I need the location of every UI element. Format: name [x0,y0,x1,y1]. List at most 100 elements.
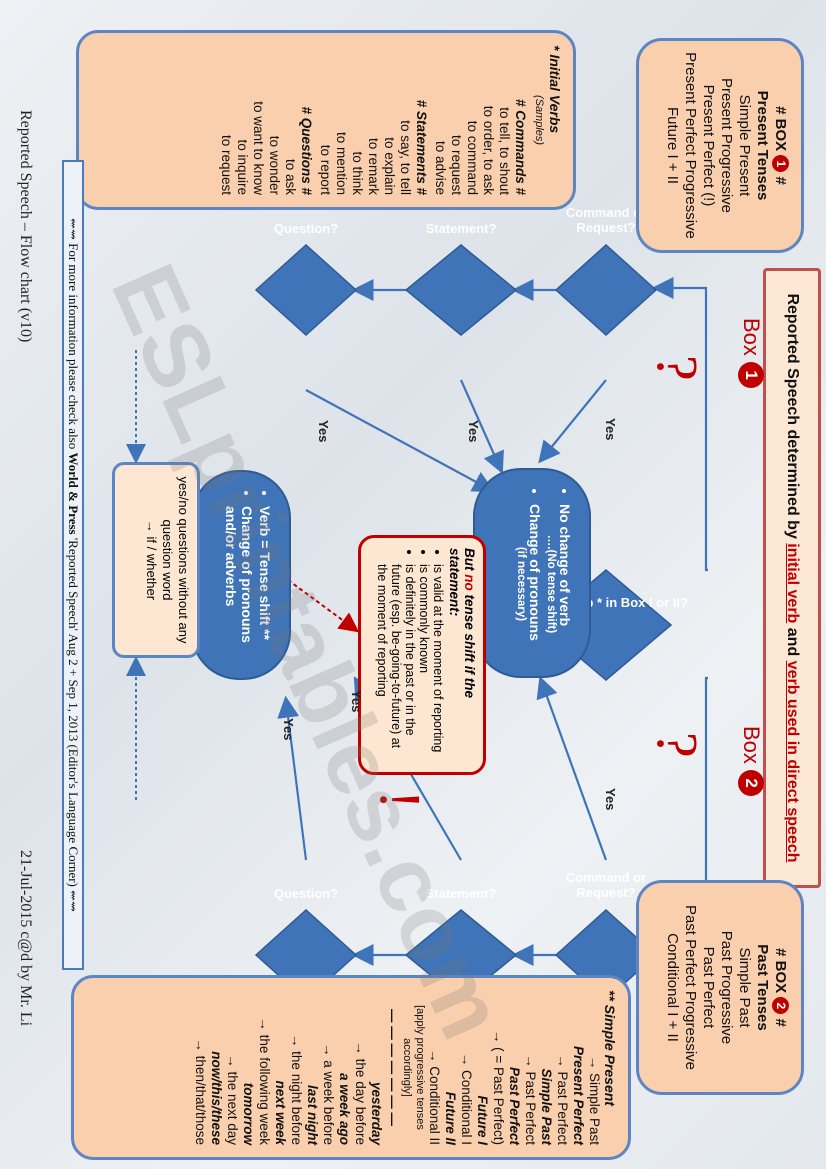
box1-tense: Present Perfect (!) [700,84,717,207]
initial-verbs-box: * Initial Verbs (Samples) # Commands #to… [76,30,576,210]
box1-heading: # BOX 1 # [771,41,789,250]
diamond-statement1 [404,244,518,336]
box2-heading-pre: # BOX [772,948,789,998]
banner-mid: and [784,623,801,661]
yesno-l2: → if / whether [144,519,159,601]
box2-heading-post: # [772,1014,789,1027]
banner-prefix: Reported Speech determined by [784,293,801,544]
footer-date: 21-Jul-2015 c@d by Mr. Li [17,850,34,1027]
shift-row: Simple Past [539,1068,554,1145]
warning-item: is commonly known [417,564,431,762]
verbs-group-item: to order, to ask [481,105,496,195]
box2-label-num: 2 [738,770,764,797]
box2-tense: Simple Past [736,947,753,1028]
box1-tense: Simple Present [736,94,753,197]
verbs-group-item: to tell, to shout [497,107,512,195]
verbs-group-item: to advise [433,140,448,195]
shift-row: yesterday [369,1081,384,1145]
line-warning-link [287,579,360,633]
verbs-group-head: # Questions # [299,106,314,195]
shift-list-title: ** Simple Present [602,990,618,1106]
no-change-l1b: ….(No tense shift) [545,534,557,634]
verbs-group-item: to request [219,134,234,195]
verbs-group-item: to explain [382,137,397,195]
info-bar: ⇜⇝ For more information please check als… [62,160,84,970]
verbs-group-head: # Commands # [513,98,528,195]
box2-label: Box 2 [738,726,764,797]
shift-row: → a week before [321,1042,336,1145]
box2-subtitle: Past Tenses [754,944,771,1031]
no-change-l2: Change of pronouns [527,504,543,641]
diamond-question2-label: Question? [273,886,339,901]
box1-label-num: 1 [738,362,764,389]
verbs-group-head: # Statements # [414,99,429,195]
yes-label: Yes [603,788,618,811]
verbs-group-item: to report [318,144,333,195]
question-mark-2: ? [645,732,710,758]
banner: Reported Speech determined by initial ve… [763,268,821,888]
shift-row: → the day before [353,1041,368,1145]
line-cmd1-yes [538,379,607,464]
shift-row: → the next day [225,1054,240,1145]
shift-row: Present Perfect [571,1045,586,1145]
shift-row: → then/that/those [193,1038,208,1145]
line-box1-down [651,277,708,362]
banner-initial-verb: initial verb [784,543,801,624]
banner-verb-direct: verb used in direct speech [784,660,801,863]
verbs-group-item: to ask [283,158,298,195]
diamond-question1 [254,243,358,337]
box2-num: 2 [772,997,789,1015]
yes-label: Yes [466,420,481,443]
no-change-oval: No change of verb ….(No tense shift) Cha… [473,468,591,678]
box1-num: 1 [772,155,789,173]
warning-heading: But no tense shift if the statement: [447,548,477,762]
box2-tense: Past Progressive [718,930,735,1045]
info-post: 'Reported Speech' Aug 2 + Sep 1, 2013 (E… [66,534,81,891]
info-pre: For more information please check also [66,239,81,453]
shift-row: next week [273,1080,288,1145]
shift-row: tomorrow [241,1082,256,1145]
shift-row: now/this/these [209,1051,224,1145]
info-arrows-right: ⇜⇝ [66,890,81,912]
info-arrows-left: ⇜⇝ [66,218,81,240]
verbs-group-item: to want to know [251,101,266,195]
diamond-question1-label: Question? [273,221,339,236]
verbs-group-item: to request [449,134,464,195]
box1-label: Box 1 [738,318,764,389]
verbs-group-item: to mention [334,131,349,195]
question-mark-1: ? [645,355,710,381]
box1-tense: Future I + II [664,106,681,185]
diamond-statement1-label: Statement? [425,221,497,236]
shift-row: a week ago [337,1072,352,1145]
no-change-l2b: (if necessary) [515,546,527,622]
box1-present-tenses: # BOX 1 # Present Tenses Simple Present … [636,38,804,253]
shift-row: → Past Perfect [555,1054,570,1145]
verbs-group-item: to remark [366,137,381,195]
line-q1-yes [305,389,495,493]
no-change-verb: No change of verb ….(No tense shift) [545,504,573,664]
verbs-samples: (Samples) [533,94,545,146]
shift-row: → Past Perfect [523,1054,538,1145]
diamond-command1 [554,243,658,337]
line-initial-to-box2 [704,676,708,883]
shift-row: → the night before [289,1033,304,1145]
box2-tense: Conditional I + II [664,933,681,1042]
line-q2-yes [277,695,308,861]
box1-heading-pre: # BOX [772,106,789,156]
box2-heading: # BOX 2 # [771,883,789,1092]
shift-row: → Simple Past [587,1055,602,1145]
line-initial-to-box1 [704,362,708,572]
verbs-group-item: to say, to tell [398,120,413,195]
verbs-group-item: to command [465,120,480,195]
warning-but: But [462,548,477,575]
line-cmd2-yes [536,675,608,861]
box2-tense: Past Perfect Progressive [682,904,699,1071]
no-change-l1: No change of verb [557,504,573,627]
no-change-pronouns: Change of pronouns (if necessary) [515,504,543,664]
box1-tense: Present Perfect Progressive [682,52,699,239]
